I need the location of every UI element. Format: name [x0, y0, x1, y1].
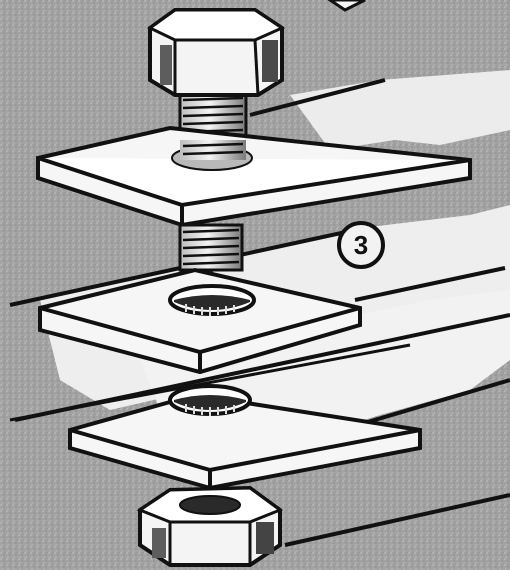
step-badge	[339, 223, 383, 267]
hex-nut	[140, 488, 280, 565]
middle-plate-hole	[170, 286, 254, 316]
bolt-hex-head	[150, 10, 282, 95]
lower-plate-hole	[170, 386, 250, 416]
